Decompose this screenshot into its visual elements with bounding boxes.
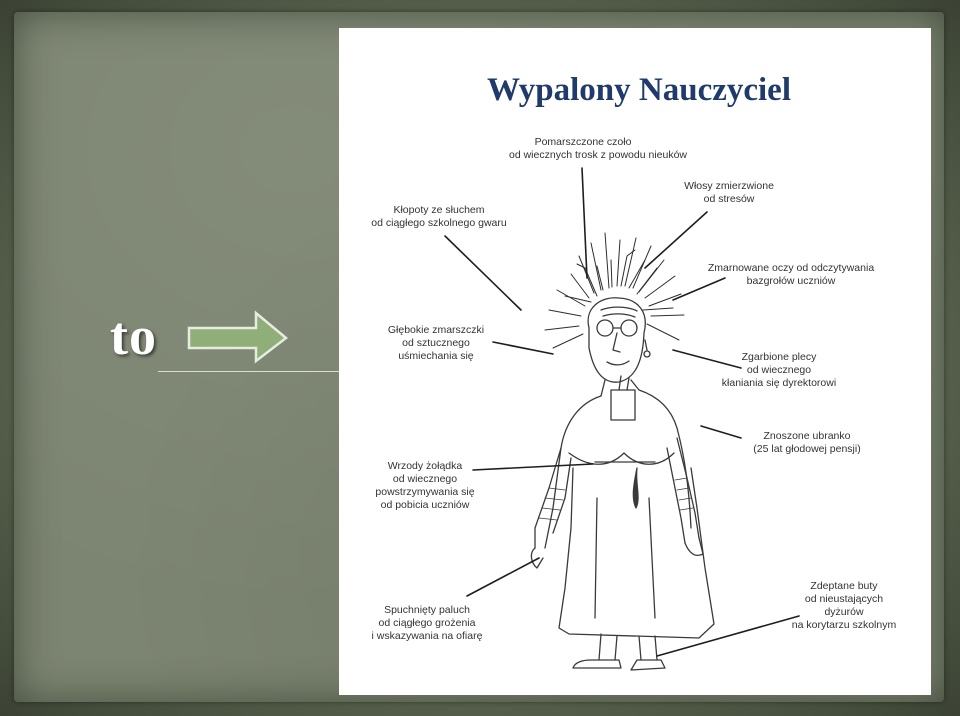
annotation-line: dyżurów — [824, 606, 864, 618]
annotation-line: na korytarzu szkolnym — [791, 619, 897, 631]
pointer-stomach — [472, 463, 594, 471]
pointer-forehead — [581, 167, 588, 279]
annotation-line: Spuchnięty paluch — [384, 604, 470, 616]
divider-line — [158, 371, 340, 372]
annotation-forehead: Pomarszczone czoło od wiecznych trosk z … — [509, 136, 688, 162]
pointer-clothes — [700, 425, 742, 439]
teacher-illustration — [444, 167, 800, 671]
annotation-line: Wrzody żołądka — [387, 460, 463, 472]
pointer-hair — [644, 211, 708, 269]
annotation-line: (25 lat głodowej pensji) — [753, 443, 861, 455]
annotation-line: od pobicia uczniów — [380, 499, 470, 511]
diagram-panel: Wypalony Nauczyciel — [339, 28, 931, 695]
annotation-line: od ciągłego grożenia — [378, 617, 476, 629]
annotation-line: od stresów — [703, 193, 755, 205]
annotation-finger: Spuchnięty paluch od ciągłego grożenia i… — [367, 604, 487, 643]
annotation-line: od nieustających — [804, 593, 884, 605]
annotation-line: od wiecznego — [746, 364, 812, 376]
annotation-shoes: Zdeptane buty od nieustających dyżurów n… — [771, 580, 917, 632]
pointer-shoes — [656, 615, 800, 657]
annotation-hearing: Kłopoty ze słuchem od ciągłego szkolnego… — [369, 204, 509, 230]
pointer-eyes — [672, 277, 726, 301]
to-label: to — [110, 306, 157, 366]
diagram-title: Wypalony Nauczyciel — [339, 72, 931, 109]
annotation-line: od ciągłego szkolnego gwaru — [371, 217, 507, 229]
annotation-eyes: Zmarnowane oczy od odczytywania bazgrołó… — [701, 262, 881, 288]
annotation-stomach: Wrzody żołądka od wiecznego powstrzymywa… — [365, 460, 485, 512]
annotation-clothes: Znoszone ubranko (25 lat głodowej pensji… — [739, 430, 875, 456]
annotation-line: kłaniania się dyrektorowi — [721, 377, 837, 389]
annotation-line: od sztucznego — [402, 337, 470, 349]
annotation-line: od wiecznych trosk z powodu nieuków — [509, 149, 688, 161]
annotation-line: uśmiechania się — [398, 350, 474, 362]
annotation-hair: Włosy zmierzwione od stresów — [679, 180, 779, 206]
annotation-back: Zgarbione plecy od wiecznego kłaniania s… — [709, 351, 849, 390]
annotation-line: od wiecznego — [392, 473, 458, 485]
annotation-line: powstrzymywania się — [375, 486, 475, 498]
annotation-line: Zmarnowane oczy od odczytywania — [707, 262, 875, 274]
pointer-back — [672, 349, 742, 369]
pointer-finger — [466, 557, 540, 597]
annotation-line: Znoszone ubranko — [763, 430, 851, 442]
annotation-line: bazgrołów uczniów — [746, 275, 836, 287]
annotation-wrinkles: Głębokie zmarszczki od sztucznego uśmiec… — [381, 324, 491, 363]
right-arrow-icon — [187, 310, 289, 364]
pointer-wrinkles — [492, 341, 554, 355]
annotation-line: Kłopoty ze słuchem — [393, 204, 485, 216]
hair-strands — [544, 232, 685, 349]
annotation-line: Głębokie zmarszczki — [387, 324, 485, 336]
annotation-line: Włosy zmierzwione — [684, 180, 774, 192]
diagram-title-text: Wypalony Nauczyciel — [486, 72, 791, 108]
annotation-line: Zgarbione plecy — [741, 351, 817, 363]
pointer-hearing — [444, 235, 522, 311]
annotation-line: Pomarszczone czoło — [534, 136, 632, 148]
annotation-line: Zdeptane buty — [810, 580, 878, 592]
annotation-line: i wskazywania na ofiarę — [371, 630, 483, 642]
